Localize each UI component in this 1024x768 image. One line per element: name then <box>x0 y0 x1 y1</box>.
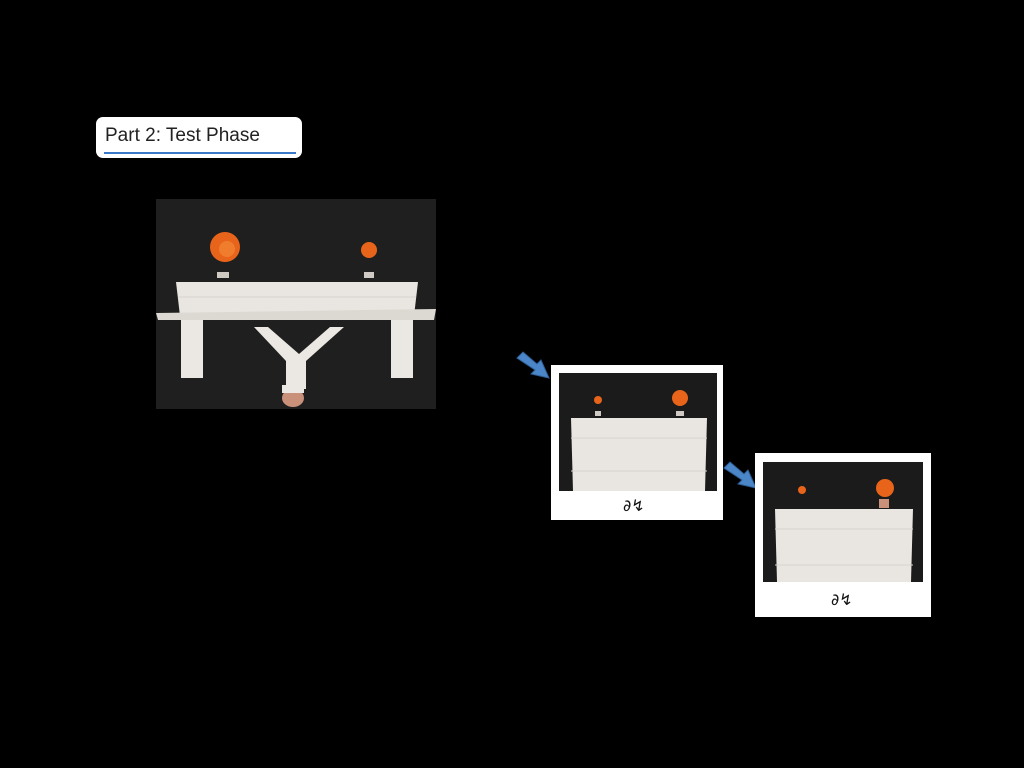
photo-2-mark: ∂↯ <box>831 590 853 609</box>
apparatus-photo <box>156 199 436 409</box>
arrow-down-right-icon <box>722 460 758 495</box>
test-photo-1-image <box>559 373 717 491</box>
title-underline <box>104 152 296 154</box>
test-photo-2: ∂↯ <box>755 453 931 617</box>
arrow-down-right-icon <box>515 350 551 385</box>
test-photo-1: ∂↯ <box>551 365 723 520</box>
slide-title: Part 2: Test Phase <box>105 125 260 146</box>
photo-1-mark: ∂↯ <box>623 496 645 515</box>
test-photo-2-image <box>763 462 923 582</box>
slide-title-box: Part 2: Test Phase <box>96 117 302 158</box>
